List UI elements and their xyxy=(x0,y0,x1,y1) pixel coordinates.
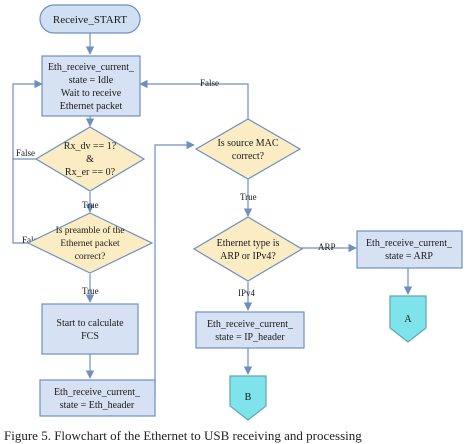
label-true-preamble: True xyxy=(82,286,99,296)
flow-lines xyxy=(12,33,413,396)
fcs-shape xyxy=(41,303,139,355)
eth-header-line-1: Eth_receive_current_ xyxy=(54,387,141,398)
idle-state-shape xyxy=(41,55,141,117)
connector-b-shape xyxy=(229,375,267,421)
eth-header-shape xyxy=(39,379,156,417)
idle-state-line-3: Wait to receive xyxy=(61,88,122,99)
idle-state-line-2: state = Idle xyxy=(69,75,114,86)
preamble-line-1: Is preamble of the xyxy=(56,225,125,236)
source-mac-line-1: Is source MAC xyxy=(217,138,278,149)
rx-check-decision: Rx_dv == 1? & Rx_er == 0? xyxy=(34,126,146,192)
start-terminal-shape xyxy=(39,4,141,34)
eth-type-shape xyxy=(192,216,304,282)
connector-a-label: A xyxy=(404,314,412,325)
source-mac-line-2: correct? xyxy=(232,151,265,162)
label-true-rx: True xyxy=(82,200,99,210)
eth-header-line-2: state = Eth_header xyxy=(60,400,135,411)
label-false-preamble: False xyxy=(22,235,41,245)
preamble-decision: Is preamble of the Ethernet packet corre… xyxy=(26,212,154,274)
label-true-mac: True xyxy=(240,192,257,202)
connector-a: A xyxy=(389,295,427,343)
rx-check-line-2: & xyxy=(86,154,94,165)
connector-b-label: B xyxy=(245,392,252,403)
connector-a-shape xyxy=(389,295,427,343)
ip-header-line-2: state = IP_header xyxy=(215,332,285,343)
label-false-rx: False xyxy=(16,148,35,158)
label-ipv4: IPv4 xyxy=(238,288,256,298)
start-terminal-label: Receive_START xyxy=(53,14,127,26)
edge-preamble-false xyxy=(12,159,28,244)
source-mac-shape xyxy=(194,118,302,180)
preamble-line-2: Ethernet packet xyxy=(60,239,120,249)
ip-header-shape xyxy=(195,311,305,349)
preamble-line-3: correct? xyxy=(75,252,106,262)
fcs-line-2: FCS xyxy=(81,331,99,342)
idle-state-box: Eth_receive_current_ state = Idle Wait t… xyxy=(41,55,141,117)
label-false-mac: False xyxy=(200,78,219,88)
source-mac-decision: Is source MAC correct? xyxy=(194,118,302,180)
eth-type-decision: Ethernet type is ARP or IPv4? xyxy=(192,216,304,282)
arp-state-line-1: Eth_receive_current_ xyxy=(366,238,453,249)
edge-rx-false xyxy=(12,79,43,160)
connector-b: B xyxy=(229,375,267,421)
rx-check-line-1: Rx_dv == 1? xyxy=(64,141,117,152)
idle-state-line-4: Ethernet packet xyxy=(60,101,123,112)
label-arp: ARP xyxy=(318,242,336,252)
edge-mac-false xyxy=(139,79,249,119)
start-terminal: Receive_START xyxy=(39,4,141,34)
eth-header-box: Eth_receive_current_ state = Eth_header xyxy=(39,379,156,417)
edge-label-group: False False True False True True ARP IPv… xyxy=(16,78,336,298)
arp-state-shape xyxy=(356,230,463,269)
ip-header-box: Eth_receive_current_ state = IP_header xyxy=(195,311,305,349)
fcs-box: Start to calculate FCS xyxy=(41,303,139,355)
fcs-line-1: Start to calculate xyxy=(56,318,124,329)
ip-header-line-1: Eth_receive_current_ xyxy=(207,319,294,330)
rx-check-line-3: Rx_er == 0? xyxy=(65,167,116,178)
arp-state-box: Eth_receive_current_ state = ARP xyxy=(356,230,463,269)
eth-type-line-1: Ethernet type is xyxy=(217,238,280,249)
idle-state-line-1: Eth_receive_current_ xyxy=(48,62,135,73)
arp-state-line-2: state = ARP xyxy=(385,251,433,262)
eth-type-line-2: ARP or IPv4? xyxy=(220,251,276,262)
preamble-shape xyxy=(26,212,154,274)
figure-caption: Figure 5. Flowchart of the Ethernet to U… xyxy=(4,428,362,443)
edge-header-to-mac xyxy=(154,140,195,396)
rx-check-shape xyxy=(34,126,146,192)
